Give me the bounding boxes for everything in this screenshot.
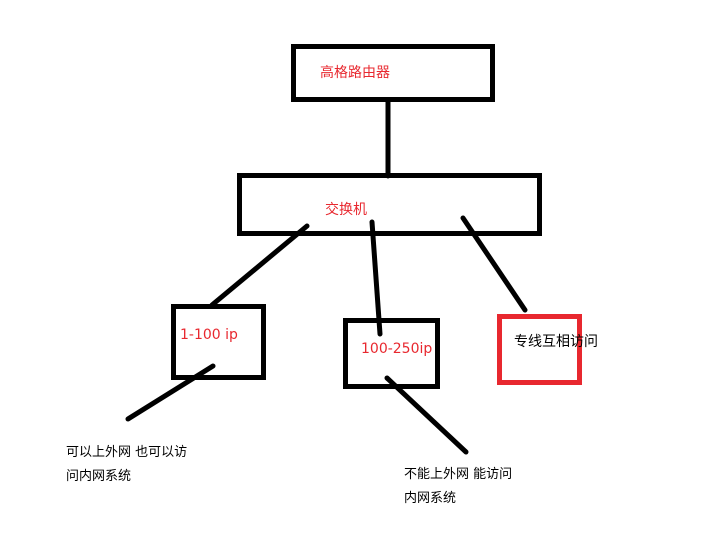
subnet-b-note-line1: 不能上外网 能访问 (404, 467, 513, 482)
switch-subnet-b-link (369, 219, 383, 337)
subnet-a-note: 可以上外网 也可以访 问内网系统 (66, 441, 187, 489)
router-box (291, 44, 495, 102)
switch-label: 交换机 (325, 202, 367, 218)
switch-subnet-a-link (209, 223, 310, 308)
dedicated-label: 专线互相访问 (514, 334, 598, 350)
switch-box (237, 173, 542, 236)
router-label: 高格路由器 (320, 65, 390, 81)
subnet-a-note-line2: 问内网系统 (66, 469, 132, 484)
subnet-b-note: 不能上外网 能访问 内网系统 (404, 463, 512, 511)
subnet-b-note-link (384, 375, 469, 455)
subnet-a-box (171, 304, 266, 380)
subnet-b-note-line2: 内网系统 (404, 491, 457, 506)
subnet-b-box (343, 318, 440, 389)
subnet-b-label: 100-250ip (361, 341, 433, 357)
subnet-a-note-link (125, 363, 216, 422)
subnet-a-note-line1: 可以上外网 也可以访 (66, 445, 188, 460)
dedicated-box (497, 314, 582, 385)
subnet-a-label: 1-100 ip (180, 327, 238, 343)
